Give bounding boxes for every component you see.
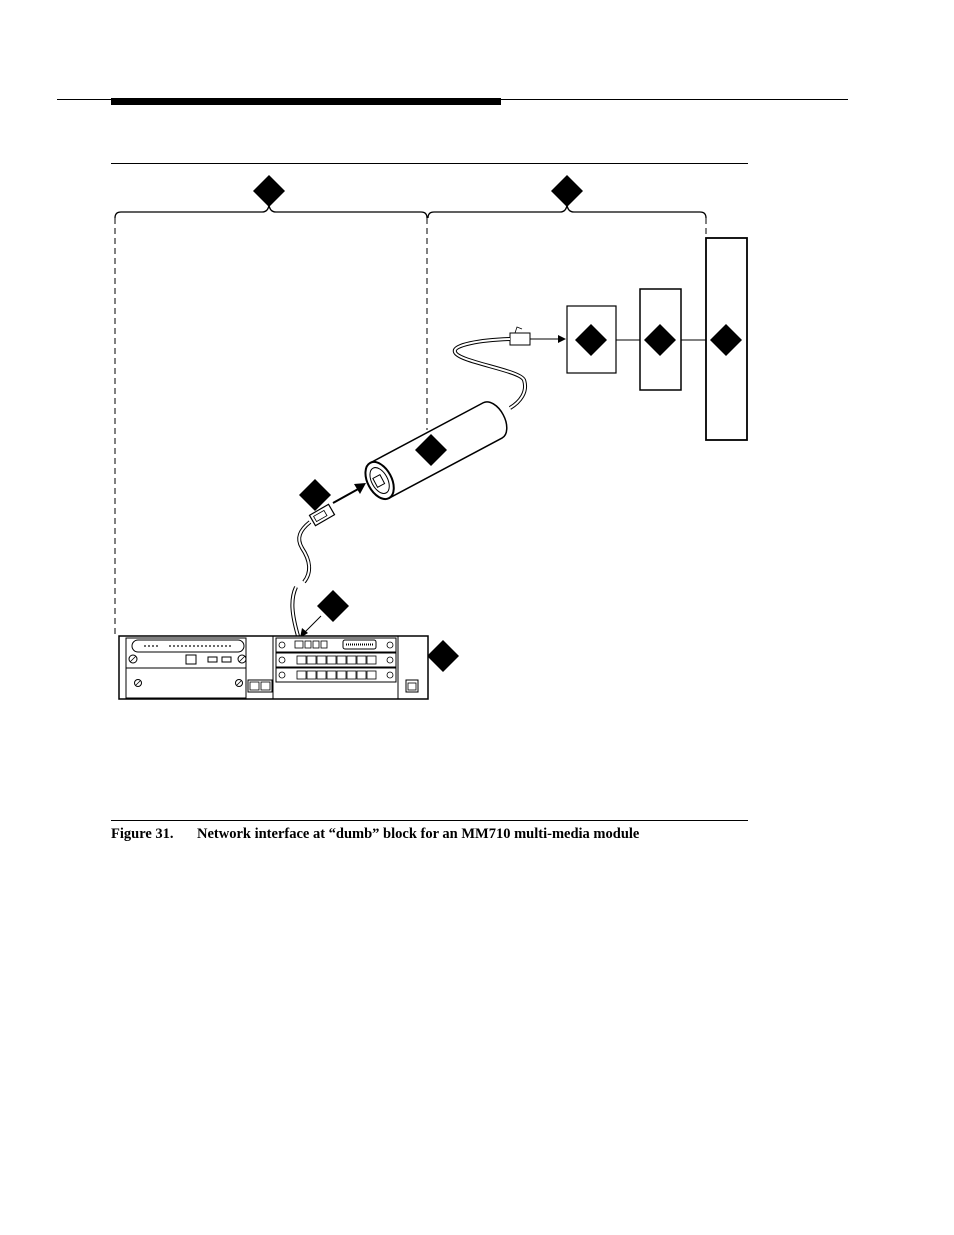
callout-diamond-carrier bbox=[427, 640, 459, 672]
figure-caption: Figure 31. Network interface at “dumb” bl… bbox=[111, 826, 751, 843]
callout-diamond-plug bbox=[299, 479, 331, 511]
callout-diamond-network bbox=[551, 175, 583, 207]
header-bar bbox=[111, 98, 501, 105]
callout-diamond-premises bbox=[253, 175, 285, 207]
equipment-carrier bbox=[118, 635, 429, 700]
modular-plug-b bbox=[308, 503, 336, 527]
callout-diamond-device-a bbox=[575, 324, 607, 356]
figure-number: Figure 31. bbox=[111, 826, 174, 842]
arrow-to-cylinder bbox=[354, 483, 366, 494]
modular-plug-a bbox=[509, 332, 531, 346]
premises-brace bbox=[114, 204, 428, 219]
figure-caption-text: Network interface at “dumb” block for an… bbox=[197, 826, 640, 842]
callout-diamond-port bbox=[317, 590, 349, 622]
arrow-to-device-a bbox=[558, 335, 566, 343]
callout-diamond-device-c bbox=[710, 324, 742, 356]
callout-diamond-cylinder bbox=[415, 434, 447, 466]
callout-diamond-device-b bbox=[644, 324, 676, 356]
